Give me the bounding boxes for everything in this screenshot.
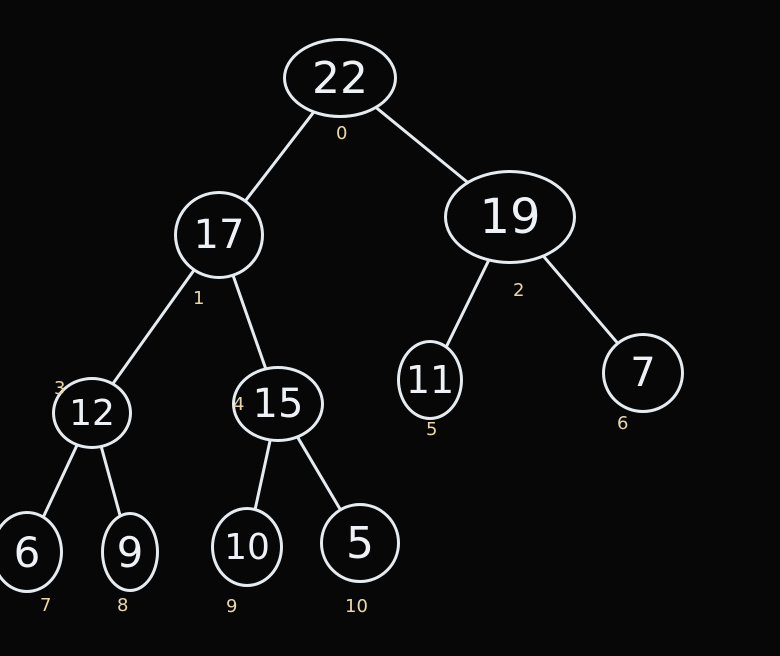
tree-edge-3-8 [100,446,122,517]
tree-edge-1-3 [112,269,195,385]
tree-node-1: 17 [174,191,264,279]
tree-node-6: 7 [602,333,684,413]
tree-node-0: 22 [283,38,397,118]
node-index-label-5: 5 [426,419,438,440]
tree-node-9: 10 [211,507,283,587]
node-index-label-1: 1 [193,288,205,309]
tree-node-4: 15 [232,366,324,442]
node-index-label-2: 2 [513,280,525,301]
tree-node-3: 12 [52,377,132,449]
tree-edge-0-1 [244,111,315,202]
node-index-label-9: 9 [226,596,238,617]
tree-edge-0-2 [375,106,469,184]
tree-edge-1-4 [232,275,267,369]
node-index-label-4: 4 [233,394,245,415]
node-index-label-6: 6 [617,413,629,434]
tree-edge-3-7 [42,444,78,518]
node-index-label-7: 7 [40,595,52,616]
node-index-label-8: 8 [117,595,129,616]
tree-edge-2-5 [445,259,490,348]
tree-node-8: 9 [101,512,159,592]
tree-edge-2-6 [542,255,619,344]
node-index-label-0: 0 [336,123,348,144]
tree-node-10: 5 [320,503,400,583]
tree-node-5: 11 [397,340,463,420]
tree-node-7: 6 [0,511,63,593]
node-index-label-3: 3 [54,378,66,399]
node-index-label-10: 10 [345,596,368,617]
tree-edge-4-9 [253,439,272,510]
tree-node-2: 19 [444,170,576,264]
tree-edge-4-10 [296,436,342,510]
